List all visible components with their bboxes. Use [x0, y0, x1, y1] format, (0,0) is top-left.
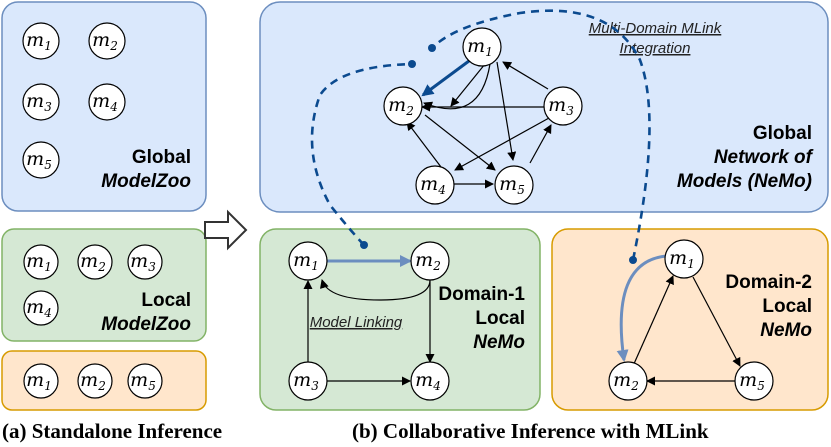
- local-zoo-title-line2: ModelZoo: [101, 314, 191, 335]
- global-nemo-title-line2: Network of: [714, 147, 814, 168]
- global-node-m1: m1: [462, 27, 502, 67]
- global-zoo-model-m4: m4: [88, 83, 126, 121]
- model-label: m2: [80, 250, 106, 274]
- model-label: m2: [388, 94, 414, 118]
- model-label: m1: [26, 250, 52, 274]
- orange-zoo-model-m5: m5: [127, 363, 163, 399]
- global-zoo-model-m2: m2: [88, 22, 126, 60]
- domain1-node-m2: m2: [410, 241, 450, 281]
- domain1-title-line1: Domain-1: [438, 284, 525, 305]
- model-label: m4: [92, 90, 118, 114]
- caption-a: (a) Standalone Inference: [2, 419, 222, 443]
- model-label: m2: [80, 369, 106, 393]
- domain2-title-line1: Domain-2: [725, 272, 812, 293]
- integration-dots: [360, 44, 637, 264]
- global-zoo-title-line2: ModelZoo: [101, 171, 191, 192]
- model-label: m5: [130, 369, 156, 393]
- model-label: m2: [415, 249, 441, 273]
- global-nemo-title-line1: Global: [753, 123, 812, 144]
- model-label: m5: [26, 148, 52, 172]
- model-linking-label: Model Linking: [310, 314, 403, 331]
- model-label: m1: [26, 29, 52, 53]
- model-label: m5: [739, 369, 765, 393]
- local-zoo-title-line1: Local: [141, 290, 191, 311]
- domain1-title-line2: Local: [475, 308, 525, 329]
- model-label: m4: [415, 369, 441, 393]
- global-zoo-model-m1: m1: [22, 22, 60, 60]
- domain1-title-line3: NeMo: [473, 332, 525, 353]
- model-label: m5: [499, 173, 525, 197]
- model-label: m1: [293, 249, 319, 273]
- local-zoo-model-m4: m4: [23, 290, 59, 326]
- domain1-node-m1: m1: [288, 241, 328, 281]
- model-label: m1: [467, 35, 493, 59]
- domain2-node-m2: m2: [608, 361, 648, 401]
- local-zoo-model-m3: m3: [127, 244, 163, 280]
- domain1-node-m4: m4: [410, 361, 450, 401]
- domain2-node-m1: m1: [664, 239, 704, 279]
- local-zoo-model-m1: m1: [23, 244, 59, 280]
- model-label: m3: [548, 94, 574, 118]
- model-label: m2: [613, 369, 639, 393]
- global-zoo-model-m3: m3: [22, 83, 60, 121]
- integration-label-line2: Integration: [620, 40, 691, 57]
- global-nemo-edges: [406, 61, 552, 189]
- domain2-title-line3: NeMo: [760, 320, 812, 341]
- model-label: m2: [92, 29, 118, 53]
- global-node-m4: m4: [415, 165, 455, 205]
- model-label: m1: [26, 369, 52, 393]
- model-label: m4: [26, 296, 52, 320]
- domain1-panel: [259, 228, 541, 411]
- orange-zoo-model-m1: m1: [23, 363, 59, 399]
- global-highlight-link: [421, 56, 474, 97]
- domain2-edges: [632, 275, 741, 386]
- model-label: m3: [26, 90, 52, 114]
- model-label: m1: [669, 247, 695, 271]
- model-label: m3: [130, 250, 156, 274]
- integration-curves: [310, 9, 651, 261]
- local-zoo-model-m2: m2: [77, 244, 113, 280]
- transition-arrow-icon: [204, 209, 248, 251]
- integration-label-line1: Multi-Domain MLink: [589, 20, 723, 37]
- global-zoo-model-m5: m5: [22, 141, 60, 179]
- orange-zoo-model-m2: m2: [77, 363, 113, 399]
- domain1-edges: [303, 279, 435, 386]
- domain1-node-m3: m3: [288, 361, 328, 401]
- domain2-node-m5: m5: [734, 361, 774, 401]
- model-label: m3: [293, 369, 319, 393]
- global-nemo-title-line3: Models (NeMo): [677, 171, 812, 192]
- domain2-title-line2: Local: [762, 296, 812, 317]
- domain2-model-link: [616, 254, 667, 362]
- global-node-m3: m3: [543, 86, 583, 126]
- caption-b: (b) Collaborative Inference with MLink: [352, 419, 709, 443]
- global-node-m2: m2: [383, 86, 423, 126]
- global-node-m5: m5: [494, 165, 534, 205]
- global-zoo-title-line1: Global: [132, 147, 191, 168]
- model-label: m4: [420, 173, 446, 197]
